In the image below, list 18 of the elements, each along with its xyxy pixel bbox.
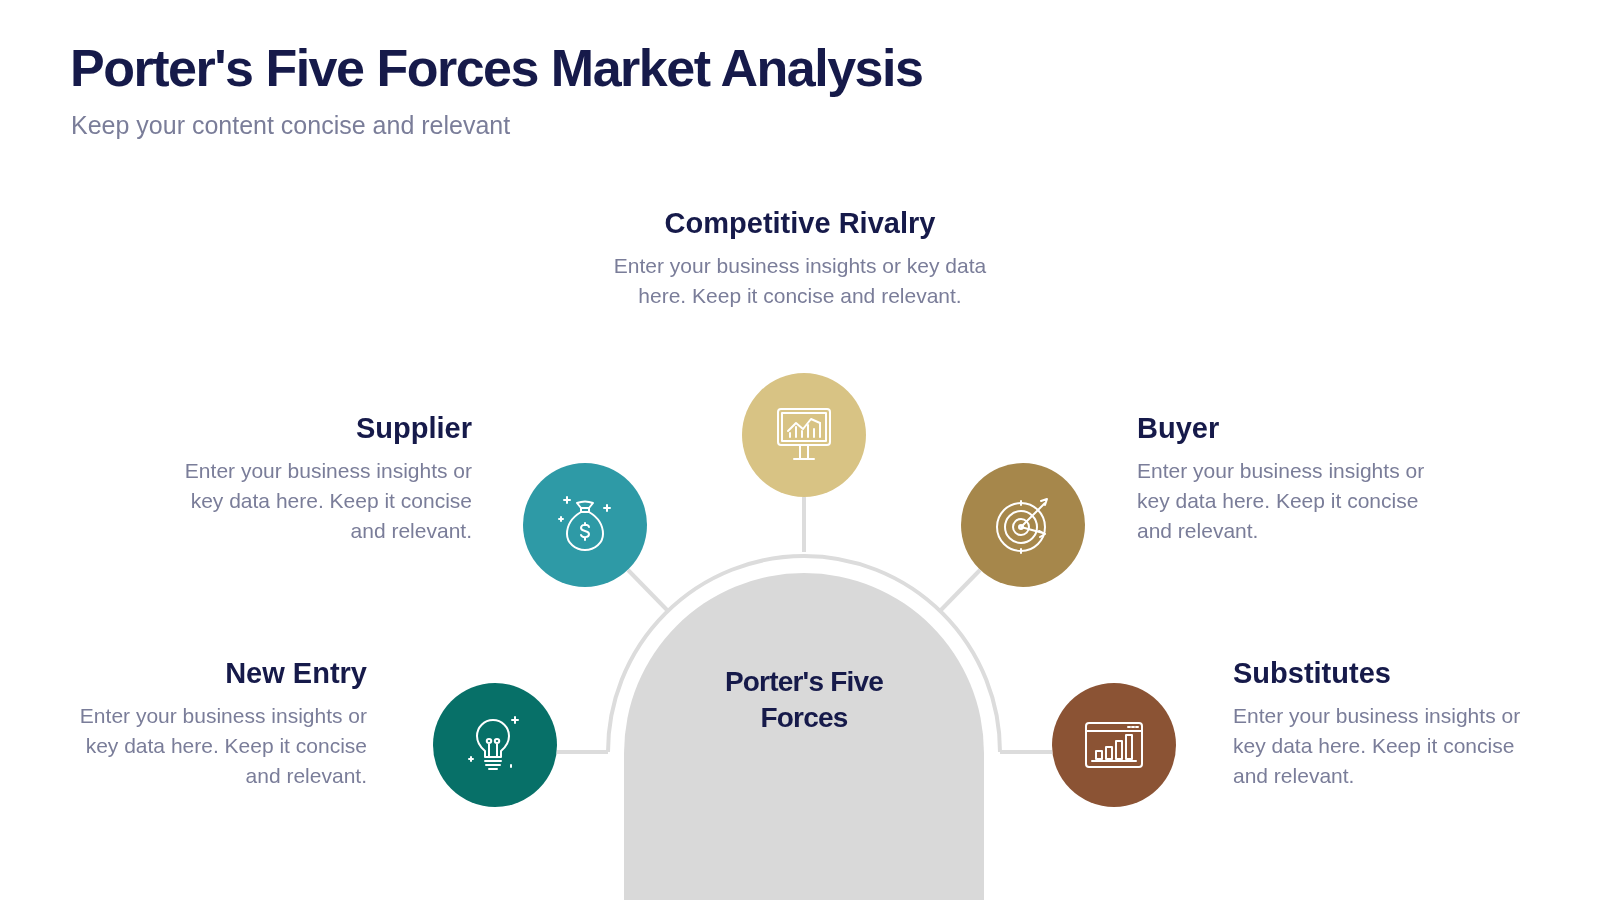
force-heading: New Entry — [224, 656, 367, 691]
force-description: Enter your business insights or key data here. Keep it concise and relevant. — [183, 458, 472, 544]
force-description: Enter your business insights or key data here. Keep it concise and relevant. — [612, 253, 988, 309]
connector-line — [626, 568, 670, 613]
subtitle: Keep your content concise and relevant — [71, 111, 511, 140]
connector-line — [1000, 750, 1052, 754]
force-heading: Competitive Rivalry — [663, 206, 937, 241]
force-description: Enter your business insights or key data here. Keep it concise and relevant. — [78, 703, 367, 789]
title: Porter's Five Forces Market Analysis — [70, 38, 923, 98]
force-heading: Buyer — [1137, 411, 1221, 446]
force-heading: Supplier — [355, 411, 472, 446]
center-label: Porter's Five Forces — [723, 665, 885, 735]
force-heading: Substitutes — [1233, 656, 1392, 691]
force-description: Enter your business insights or key data here. Keep it concise and relevant. — [1137, 458, 1426, 544]
connector-line — [557, 750, 608, 754]
connector-line — [802, 497, 806, 552]
connector-line — [938, 568, 982, 613]
force-description: Enter your business insights or key data here. Keep it concise and relevant. — [1233, 703, 1522, 789]
